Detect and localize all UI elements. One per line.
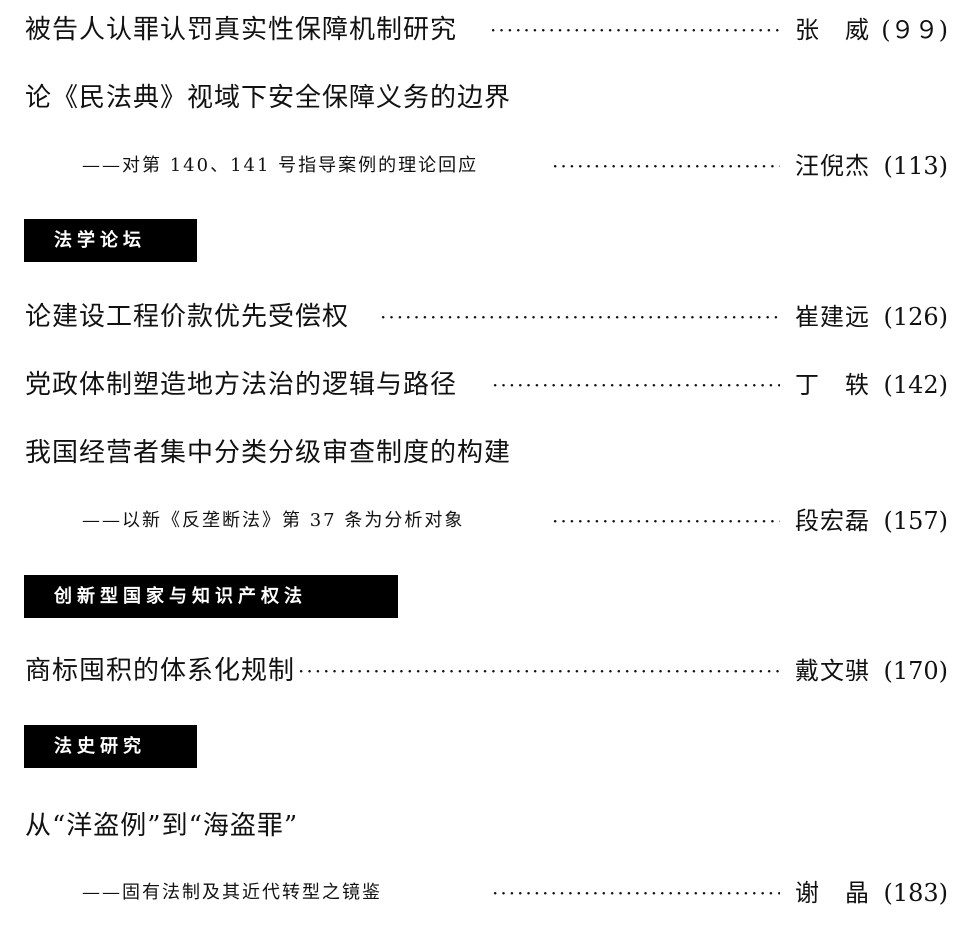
toc-entry[interactable]: 从“洋盗例”到“海盗罪” <box>0 806 976 846</box>
article-author: 汪倪杰 <box>795 152 870 180</box>
article-title: 被告人认罪认罚真实性保障机制研究 <box>25 15 458 45</box>
article-author: 崔建远 <box>795 303 870 331</box>
article-title: 党政体制塑造地方法治的逻辑与路径 <box>25 370 458 400</box>
article-author: 戴文骐 <box>795 657 870 685</box>
article-subtitle: ——以新《反垄断法》第 37 条为分析对象 <box>82 510 465 531</box>
page-number: (９９) <box>881 16 948 44</box>
article-title: 我国经营者集中分类分级审查制度的构建 <box>25 438 512 468</box>
toc-entry-subtitle-row: ——固有法制及其近代转型之镜鉴 ························… <box>0 873 976 913</box>
dot-leader: ········································… <box>552 509 780 533</box>
toc-entry[interactable]: 论建设工程价款优先受偿权 ···························… <box>0 297 976 337</box>
dot-leader: ········································… <box>492 881 780 905</box>
page-number: (126) <box>883 303 948 331</box>
section-header: 法学论坛 <box>24 219 197 262</box>
toc-entry-subtitle-row: ——以新《反垄断法》第 37 条为分析对象 ··················… <box>0 501 976 541</box>
toc-entry[interactable]: 我国经营者集中分类分级审查制度的构建 <box>0 433 976 473</box>
dot-leader: ········································… <box>490 18 780 42</box>
toc-entry-subtitle-row: ——对第 140、141 号指导案例的理论回应 ················… <box>0 146 976 186</box>
dot-leader: ········································… <box>552 154 780 178</box>
article-author: 谢 晶 <box>795 879 870 907</box>
section-header: 法史研究 <box>24 725 197 768</box>
article-title: 从“洋盗例”到“海盗罪” <box>25 811 299 841</box>
dot-leader: ········································… <box>380 305 780 329</box>
article-title: 商标囤积的体系化规制 <box>25 656 296 686</box>
page-number: (113) <box>883 152 948 180</box>
page-number: (183) <box>883 879 948 907</box>
toc-entry[interactable]: 论《民法典》视域下安全保障义务的边界 <box>0 78 976 118</box>
article-author: 张 威 <box>795 16 870 44</box>
article-author: 丁 轶 <box>795 371 870 399</box>
article-title: 论建设工程价款优先受偿权 <box>25 302 350 332</box>
page-number: (142) <box>883 371 948 399</box>
dot-leader: ········································… <box>298 659 780 683</box>
article-subtitle: ——固有法制及其近代转型之镜鉴 <box>82 882 382 903</box>
toc-entry[interactable]: 商标囤积的体系化规制 ·····························… <box>0 651 976 691</box>
toc-entry[interactable]: 党政体制塑造地方法治的逻辑与路径 ·······················… <box>0 365 976 405</box>
article-author: 段宏磊 <box>795 507 870 535</box>
page-number: (170) <box>883 657 948 685</box>
section-header: 创新型国家与知识产权法 <box>24 575 398 618</box>
article-subtitle: ——对第 140、141 号指导案例的理论回应 <box>82 155 479 176</box>
dot-leader: ········································… <box>492 373 780 397</box>
page-number: (157) <box>883 507 948 535</box>
article-title: 论《民法典》视域下安全保障义务的边界 <box>25 83 512 113</box>
toc-entry[interactable]: 被告人认罪认罚真实性保障机制研究 ·······················… <box>0 10 976 50</box>
